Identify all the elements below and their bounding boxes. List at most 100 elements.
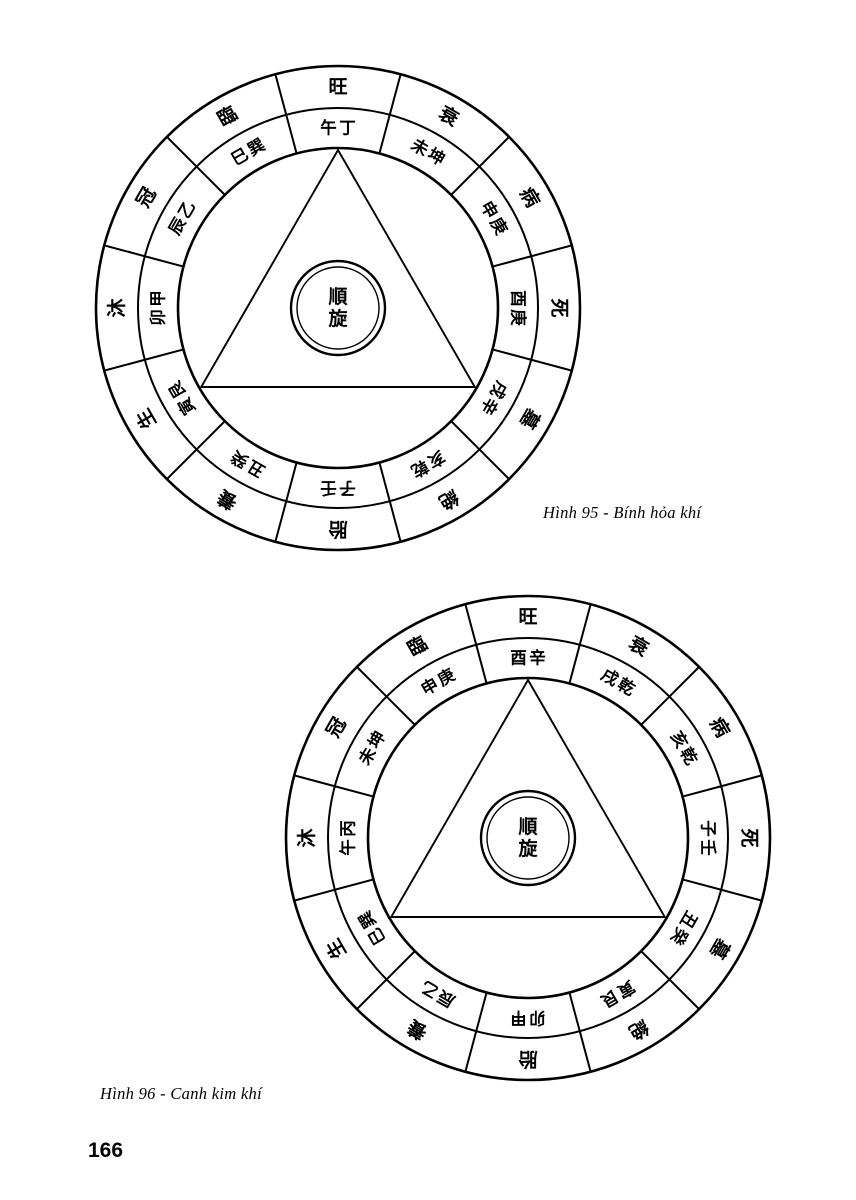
inner-sector-divider (450, 165, 481, 196)
outer-ring-label: 旺 (328, 76, 347, 98)
inner-sector-divider (568, 644, 581, 684)
inner-sector-divider (682, 785, 722, 798)
hub-label-char: 旋 (327, 307, 348, 330)
inner-circle (176, 146, 500, 470)
inner-ring-label: 午丁 (320, 118, 356, 138)
outer-ring-label: 胎 (518, 1048, 537, 1071)
inner-ring-label: 巳巽 (355, 907, 389, 948)
outer-ring-label: 墓 (515, 404, 545, 433)
outer-ring-label: 生 (321, 935, 350, 963)
inner-ring-label: 亥乾 (667, 727, 702, 768)
outer-ring-label: 生 (131, 405, 160, 433)
inner-ring-label: 戌辛 (477, 378, 512, 419)
outer-sector-divider (530, 358, 573, 372)
inner-sector-divider (450, 420, 481, 451)
outer-sector-divider (388, 500, 402, 543)
outer-ring-label: 死 (738, 828, 760, 847)
figure-hinh-96: 順旋旺衰病死墓絶胎養生沐冠臨酉辛戌乾亥乾子壬丑癸寅艮卯甲辰乙巳巽午丙未坤申庚 (278, 588, 778, 1088)
inner-sector-divider (378, 462, 391, 502)
outer-ring-label: 沐 (296, 828, 318, 848)
inner-sector-divider (334, 878, 374, 891)
inner-ring-label: 寅艮 (597, 977, 638, 1011)
inner-ring-label-char: 丙 (339, 820, 358, 837)
inner-ring-label: 未坤 (354, 727, 389, 768)
inner-ring-label-char: 甲 (149, 290, 168, 307)
outer-sector-divider (720, 774, 763, 788)
inner-ring-label-char: 巳 (364, 924, 389, 948)
inner-sector-divider (195, 420, 226, 451)
inner-ring-label: 辰乙 (165, 198, 199, 238)
outer-sector-divider (388, 73, 402, 116)
inner-ring-label: 寅艮 (165, 377, 199, 418)
inner-ring-label-char: 甲 (510, 1009, 527, 1028)
outer-sector-divider (478, 448, 510, 480)
outer-sector-divider (478, 136, 510, 168)
outer-sector-divider (578, 603, 592, 646)
inner-ring-label: 卯甲 (510, 1009, 546, 1028)
inner-ring-label: 巳巽 (228, 135, 269, 169)
inner-sector-divider (475, 992, 488, 1032)
inner-ring-label-char: 乙 (175, 198, 200, 222)
inner-ring-label: 午丙 (338, 820, 358, 856)
inner-ring-label: 申庚 (477, 197, 512, 238)
inner-ring-label: 卯甲 (149, 290, 168, 326)
inner-ring-label-char: 卯 (529, 1009, 546, 1028)
outer-ring-label: 絶 (625, 1015, 653, 1044)
outer-sector-divider (578, 1030, 592, 1073)
outer-ring-label: 衰 (624, 631, 654, 661)
inner-sector-divider (640, 695, 671, 726)
outer-sector-divider (720, 888, 763, 902)
outer-ring-label: 臨 (213, 101, 241, 130)
outer-ring-label: 病 (515, 183, 544, 211)
outer-sector-divider (668, 978, 700, 1010)
outer-sector-divider (166, 136, 198, 168)
outer-ring-label: 旺 (518, 606, 537, 628)
inner-sector-divider (682, 878, 722, 891)
inner-ring-label: 戌乾 (598, 664, 639, 699)
outer-sector-divider (668, 666, 700, 698)
outer-ring-label: 養 (212, 485, 242, 515)
inscribed-triangle (389, 678, 667, 918)
inner-circle (366, 676, 690, 1000)
outer-sector-divider (103, 358, 146, 372)
outer-ring-label: 冠 (132, 184, 161, 211)
outer-sector-divider (293, 774, 336, 788)
hub-inner-circle (296, 266, 380, 350)
outer-sector-divider (103, 244, 146, 258)
inner-sector-divider (385, 695, 416, 726)
inner-ring-label: 丑癸 (227, 447, 268, 481)
inner-ring-label-char: 酉 (510, 649, 527, 668)
outer-ring-label: 胎 (328, 518, 347, 541)
inner-sector-divider (640, 950, 671, 981)
inner-ring-label: 子壬 (699, 820, 718, 856)
hub-label-char: 順 (328, 286, 348, 308)
page-number: 166 (88, 1139, 124, 1162)
inner-ring-label: 酉辛 (510, 648, 546, 668)
inner-sector-divider (285, 462, 298, 502)
inscribed-triangle (199, 148, 477, 388)
outer-sector-divider (274, 500, 288, 543)
outer-ring-label: 絶 (435, 485, 463, 514)
outer-sector-divider (293, 888, 336, 902)
wheel-diagram: 順旋旺衰病死墓絶胎養生沐冠臨午丁未坤申庚酉庚戌辛亥乾子壬丑癸寅艮卯甲辰乙巳巽 (94, 64, 582, 552)
outer-ring-label: 臨 (403, 631, 431, 660)
inner-ring-label-char: 辛 (529, 648, 546, 668)
outer-sector-divider (356, 978, 388, 1010)
outer-ring-label: 墓 (705, 934, 735, 963)
inner-ring-label: 辰乙 (418, 977, 458, 1011)
inner-ring-label-char: 酉 (509, 290, 528, 307)
outer-ring-label: 冠 (322, 714, 351, 741)
inner-ring-label: 酉庚 (509, 290, 529, 326)
outer-sector-divider (356, 666, 388, 698)
inner-ring-label-char: 壬 (320, 479, 337, 498)
inner-ring-label-char: 子 (699, 820, 718, 837)
inner-ring-label-char: 壬 (699, 839, 718, 856)
outer-circle (284, 594, 772, 1082)
middle-circle (137, 107, 539, 509)
inner-ring-label: 申庚 (417, 664, 458, 699)
hub-label-char: 旋 (517, 837, 538, 860)
outer-sector-divider (166, 448, 198, 480)
inner-ring-label-char: 卯 (149, 309, 168, 326)
inner-ring-label-char: 巳 (228, 145, 252, 170)
outer-sector-divider (530, 244, 573, 258)
